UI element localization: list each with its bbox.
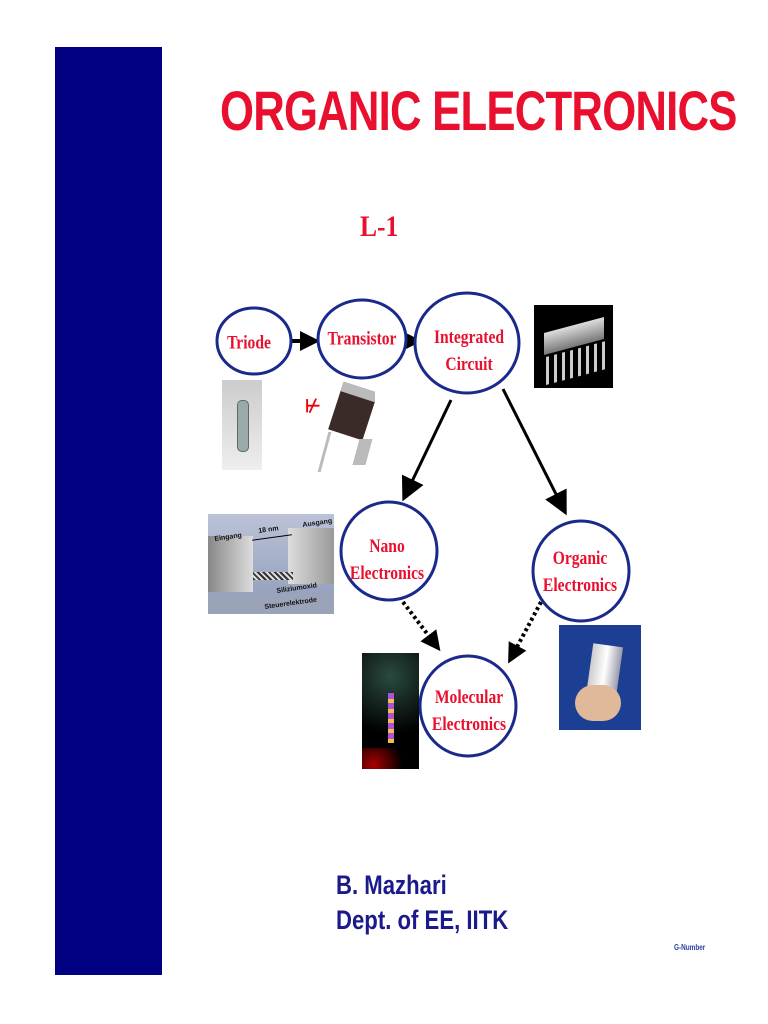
arrow-ic-nano: [401, 399, 453, 502]
author-department: Dept. of EE, IITK: [336, 905, 509, 935]
node-outline-triode: [215, 306, 293, 376]
triode-tube-photo: [222, 380, 262, 470]
node-outline-organic: [531, 519, 631, 623]
ic-chip-photo: [534, 305, 613, 388]
node-outline-molecular: [418, 654, 518, 758]
molecule-photo: [362, 653, 419, 769]
node-outline-ic: [413, 291, 521, 395]
node-label: Electronics: [431, 714, 507, 735]
node-label: Electronics: [542, 575, 618, 596]
node-label: Integrated: [433, 327, 505, 348]
arrow-ic-organic: [501, 388, 567, 516]
node-label: Organic: [552, 548, 608, 569]
transistor-photo: ⊬: [305, 382, 375, 472]
organic-device-photo: [559, 625, 641, 730]
node-transistor: Transistor: [328, 326, 397, 353]
photo-label-length: 18 nm: [258, 525, 280, 535]
arrow-nano-molecular: [401, 600, 441, 652]
lecture-number: L-1: [360, 210, 399, 243]
author-name: B. Mazhari: [336, 870, 447, 900]
node-label: Circuit: [445, 354, 493, 375]
node-label: Nano: [369, 536, 405, 557]
node-outline-nano: [339, 500, 439, 602]
arrow-organic-molecular: [508, 601, 543, 664]
node-label: Transistor: [327, 328, 397, 350]
node-outline-transistor: [316, 298, 408, 380]
node-label: Triode: [227, 332, 271, 354]
slide-title: ORGANIC ELECTRONICS: [220, 79, 737, 142]
node-triode: Triode: [227, 330, 271, 357]
node-label: Molecular: [434, 687, 504, 708]
nanotube-transistor-photo: Eingang 18 nm Ausgang Siliziumoxid Steue…: [208, 514, 334, 614]
node-label: Electronics: [349, 563, 425, 584]
footer-tag: G-Number: [674, 943, 706, 952]
sidebar-band: [55, 47, 162, 975]
